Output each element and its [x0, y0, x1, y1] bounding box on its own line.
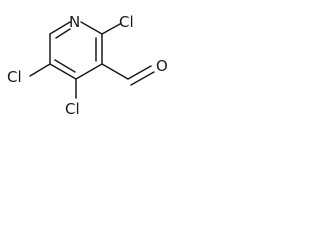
- bond-c4-c5-inner: [54, 59, 76, 73]
- atom-chlorine-4: Cl: [65, 100, 80, 118]
- atom-nitrogen: N: [69, 13, 80, 31]
- bond-n-c2: [80, 21, 103, 35]
- atom-chlorine-2: Cl: [119, 13, 134, 31]
- bond-c6-n-inner: [55, 28, 71, 39]
- structure-diagram: N Cl Cl Cl O: [7, 13, 168, 118]
- atom-chlorine-5: Cl: [7, 68, 22, 86]
- bond-c4-c5: [49, 63, 77, 80]
- bond-c3-cho: [101, 63, 129, 80]
- atom-oxygen: O: [156, 57, 168, 75]
- pyridine-ring: [49, 21, 103, 80]
- atom-labels: N Cl Cl Cl O: [7, 13, 168, 118]
- bond-c2-cl: [101, 23, 121, 35]
- bond-c6-n: [49, 21, 71, 35]
- bond-c-o: [127, 65, 152, 80]
- bond-c5-cl: [29, 63, 51, 77]
- bond-c-o-inner: [130, 71, 155, 86]
- substituent-bonds: [29, 23, 155, 99]
- bond-c3-c4: [75, 63, 103, 80]
